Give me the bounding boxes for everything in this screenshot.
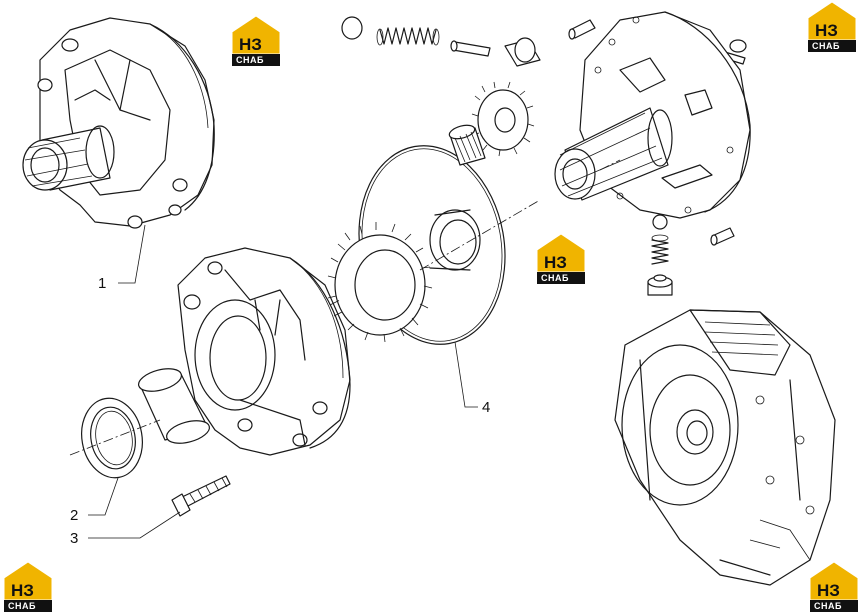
bolt-part-3 xyxy=(171,475,231,517)
watermark-logo-center: НЗ СНАБ xyxy=(536,233,586,284)
assembly-axis-line xyxy=(69,159,621,456)
callout-leaders xyxy=(88,224,478,539)
watermark-logo-top-right: НЗ СНАБ xyxy=(807,1,857,52)
wear-ring xyxy=(429,209,481,271)
callout-label-4: 4 xyxy=(482,399,490,416)
watermark-logo-bottom-right: НЗ СНАБ xyxy=(809,561,859,612)
cover-plate-with-shaft xyxy=(554,11,751,219)
bushing xyxy=(137,368,211,444)
watermark-primary-text: НЗ xyxy=(815,21,838,40)
watermark-secondary-text: СНАБ xyxy=(812,41,840,51)
watermark-primary-text: НЗ xyxy=(817,581,840,600)
callout-label-2: 2 xyxy=(70,507,78,524)
pinion-gear xyxy=(471,81,535,157)
pin-top-right xyxy=(568,19,596,40)
watermark-primary-text: НЗ xyxy=(11,581,34,600)
upper-pump-housing xyxy=(22,17,215,229)
pin-right xyxy=(710,227,735,246)
needle-bearing xyxy=(448,124,486,166)
watermark-logo-bottom-left: НЗ СНАБ xyxy=(3,561,53,612)
watermark-secondary-text: СНАБ xyxy=(814,601,842,611)
watermark-primary-text: НЗ xyxy=(239,35,262,54)
outer-gear xyxy=(327,222,433,343)
watermark-primary-text: НЗ xyxy=(544,253,567,272)
shaft-seal-part-2 xyxy=(81,397,143,479)
callout-label-3: 3 xyxy=(70,530,78,547)
spring xyxy=(376,27,440,46)
watermark-secondary-text: СНАБ xyxy=(8,601,36,611)
watermark-secondary-text: СНАБ xyxy=(541,273,569,283)
watermark-logo-top-left: НЗ СНАБ xyxy=(231,15,281,66)
relief-plug xyxy=(647,274,673,296)
dowel-pin xyxy=(450,40,491,57)
transmission-housing xyxy=(614,309,836,586)
relief-spring xyxy=(651,234,669,265)
lower-pump-housing xyxy=(177,247,351,456)
valve-plug xyxy=(504,37,541,67)
check-ball xyxy=(341,16,363,40)
watermark-secondary-text: СНАБ xyxy=(236,55,264,65)
callout-label-1: 1 xyxy=(98,275,106,292)
relief-ball xyxy=(652,214,668,230)
